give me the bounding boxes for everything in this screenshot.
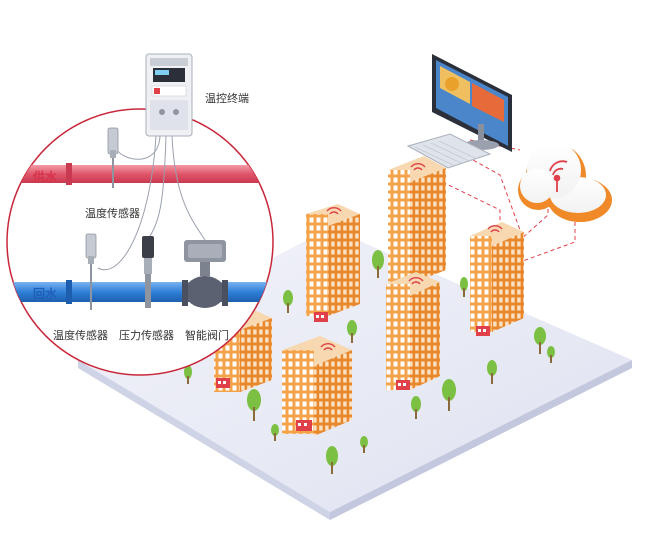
- building-b4: [470, 222, 524, 336]
- meter-device-icon: [396, 380, 410, 390]
- temp-sensor-top-label: 温度传感器: [85, 207, 140, 220]
- supply-water-label: 供水: [33, 170, 58, 184]
- wifi-signal-icon: [410, 163, 426, 171]
- building-b2: [388, 156, 446, 284]
- terminal-label: 温控终端: [205, 92, 249, 105]
- wifi-signal-icon: [549, 160, 568, 192]
- sensor-probe-icon: [85, 233, 97, 310]
- sensor-probe-icon: [142, 236, 154, 308]
- sensor-probe-icon: [107, 127, 119, 188]
- temp-sensor-bottom-label: 温度传感器: [53, 329, 108, 342]
- meter-device-icon: [216, 378, 230, 388]
- return-water-label: 回水: [33, 287, 58, 301]
- trees: [184, 250, 555, 474]
- building-b3: [386, 272, 440, 390]
- wifi-signal-icon: [408, 277, 424, 285]
- monitor-icon: [432, 54, 512, 152]
- meter-device-icon: [476, 326, 490, 336]
- meter-device-icon: [296, 420, 312, 431]
- pressure-sensor-label: 压力传感器: [119, 329, 174, 342]
- meter-device-icon: [145, 53, 193, 137]
- keyboard-icon: [406, 133, 492, 169]
- meter-device-icon: [314, 312, 328, 322]
- wifi-signal-icon: [326, 207, 342, 215]
- wifi-signal-icon: [487, 225, 503, 233]
- supply-pipe: [7, 163, 273, 185]
- zoom-detail-circle: [6, 53, 274, 376]
- smart-valve-label: 智能阀门: [185, 329, 229, 342]
- wifi-signal-icon: [320, 343, 336, 351]
- building-b6: [282, 336, 352, 436]
- cloud-icon: [518, 142, 612, 222]
- building-b1: [306, 204, 360, 322]
- valve-icon: [182, 240, 228, 308]
